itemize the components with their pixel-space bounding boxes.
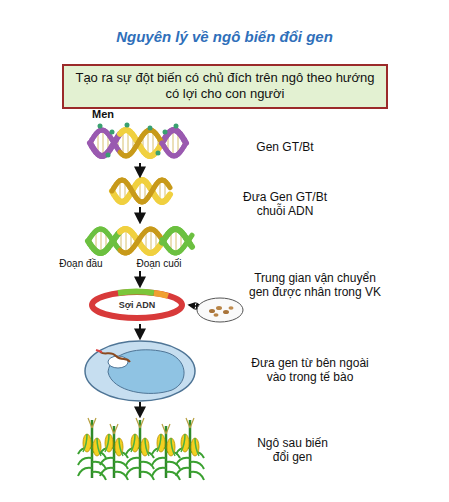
- plasmid-label: Sợi ADN: [119, 301, 156, 310]
- step-text: Gen GT/Bt: [230, 140, 340, 154]
- cell: [85, 341, 195, 401]
- step-text: Đưa Gen GT/Bt chuỗi ADN: [235, 190, 335, 219]
- title: Nguyên lý về ngô biến đổi gen: [0, 28, 449, 46]
- plasmid-ring: Sợi ADN: [88, 288, 186, 322]
- step-text: Trung gian vận chuyển gen được nhân tron…: [245, 271, 385, 300]
- corn-plants: [78, 418, 204, 480]
- goal-box: Tạo ra sự đột biến có chủ đích trên ngô …: [62, 64, 388, 109]
- bacteria-dish: [197, 298, 243, 322]
- goal-text: Tạo ra sự đột biến có chủ đích trên ngô …: [72, 70, 378, 103]
- step-text: Ngô sau biến đổi gen: [250, 436, 335, 465]
- step-text: Đưa gen từ bên ngoài vào trong tế bào: [245, 356, 375, 385]
- dna-helix: [88, 123, 192, 253]
- segment-label: Đoạn cuối: [128, 258, 190, 270]
- enzyme-label: Men: [92, 108, 132, 121]
- segment-label: Đoạn đầu: [50, 258, 112, 270]
